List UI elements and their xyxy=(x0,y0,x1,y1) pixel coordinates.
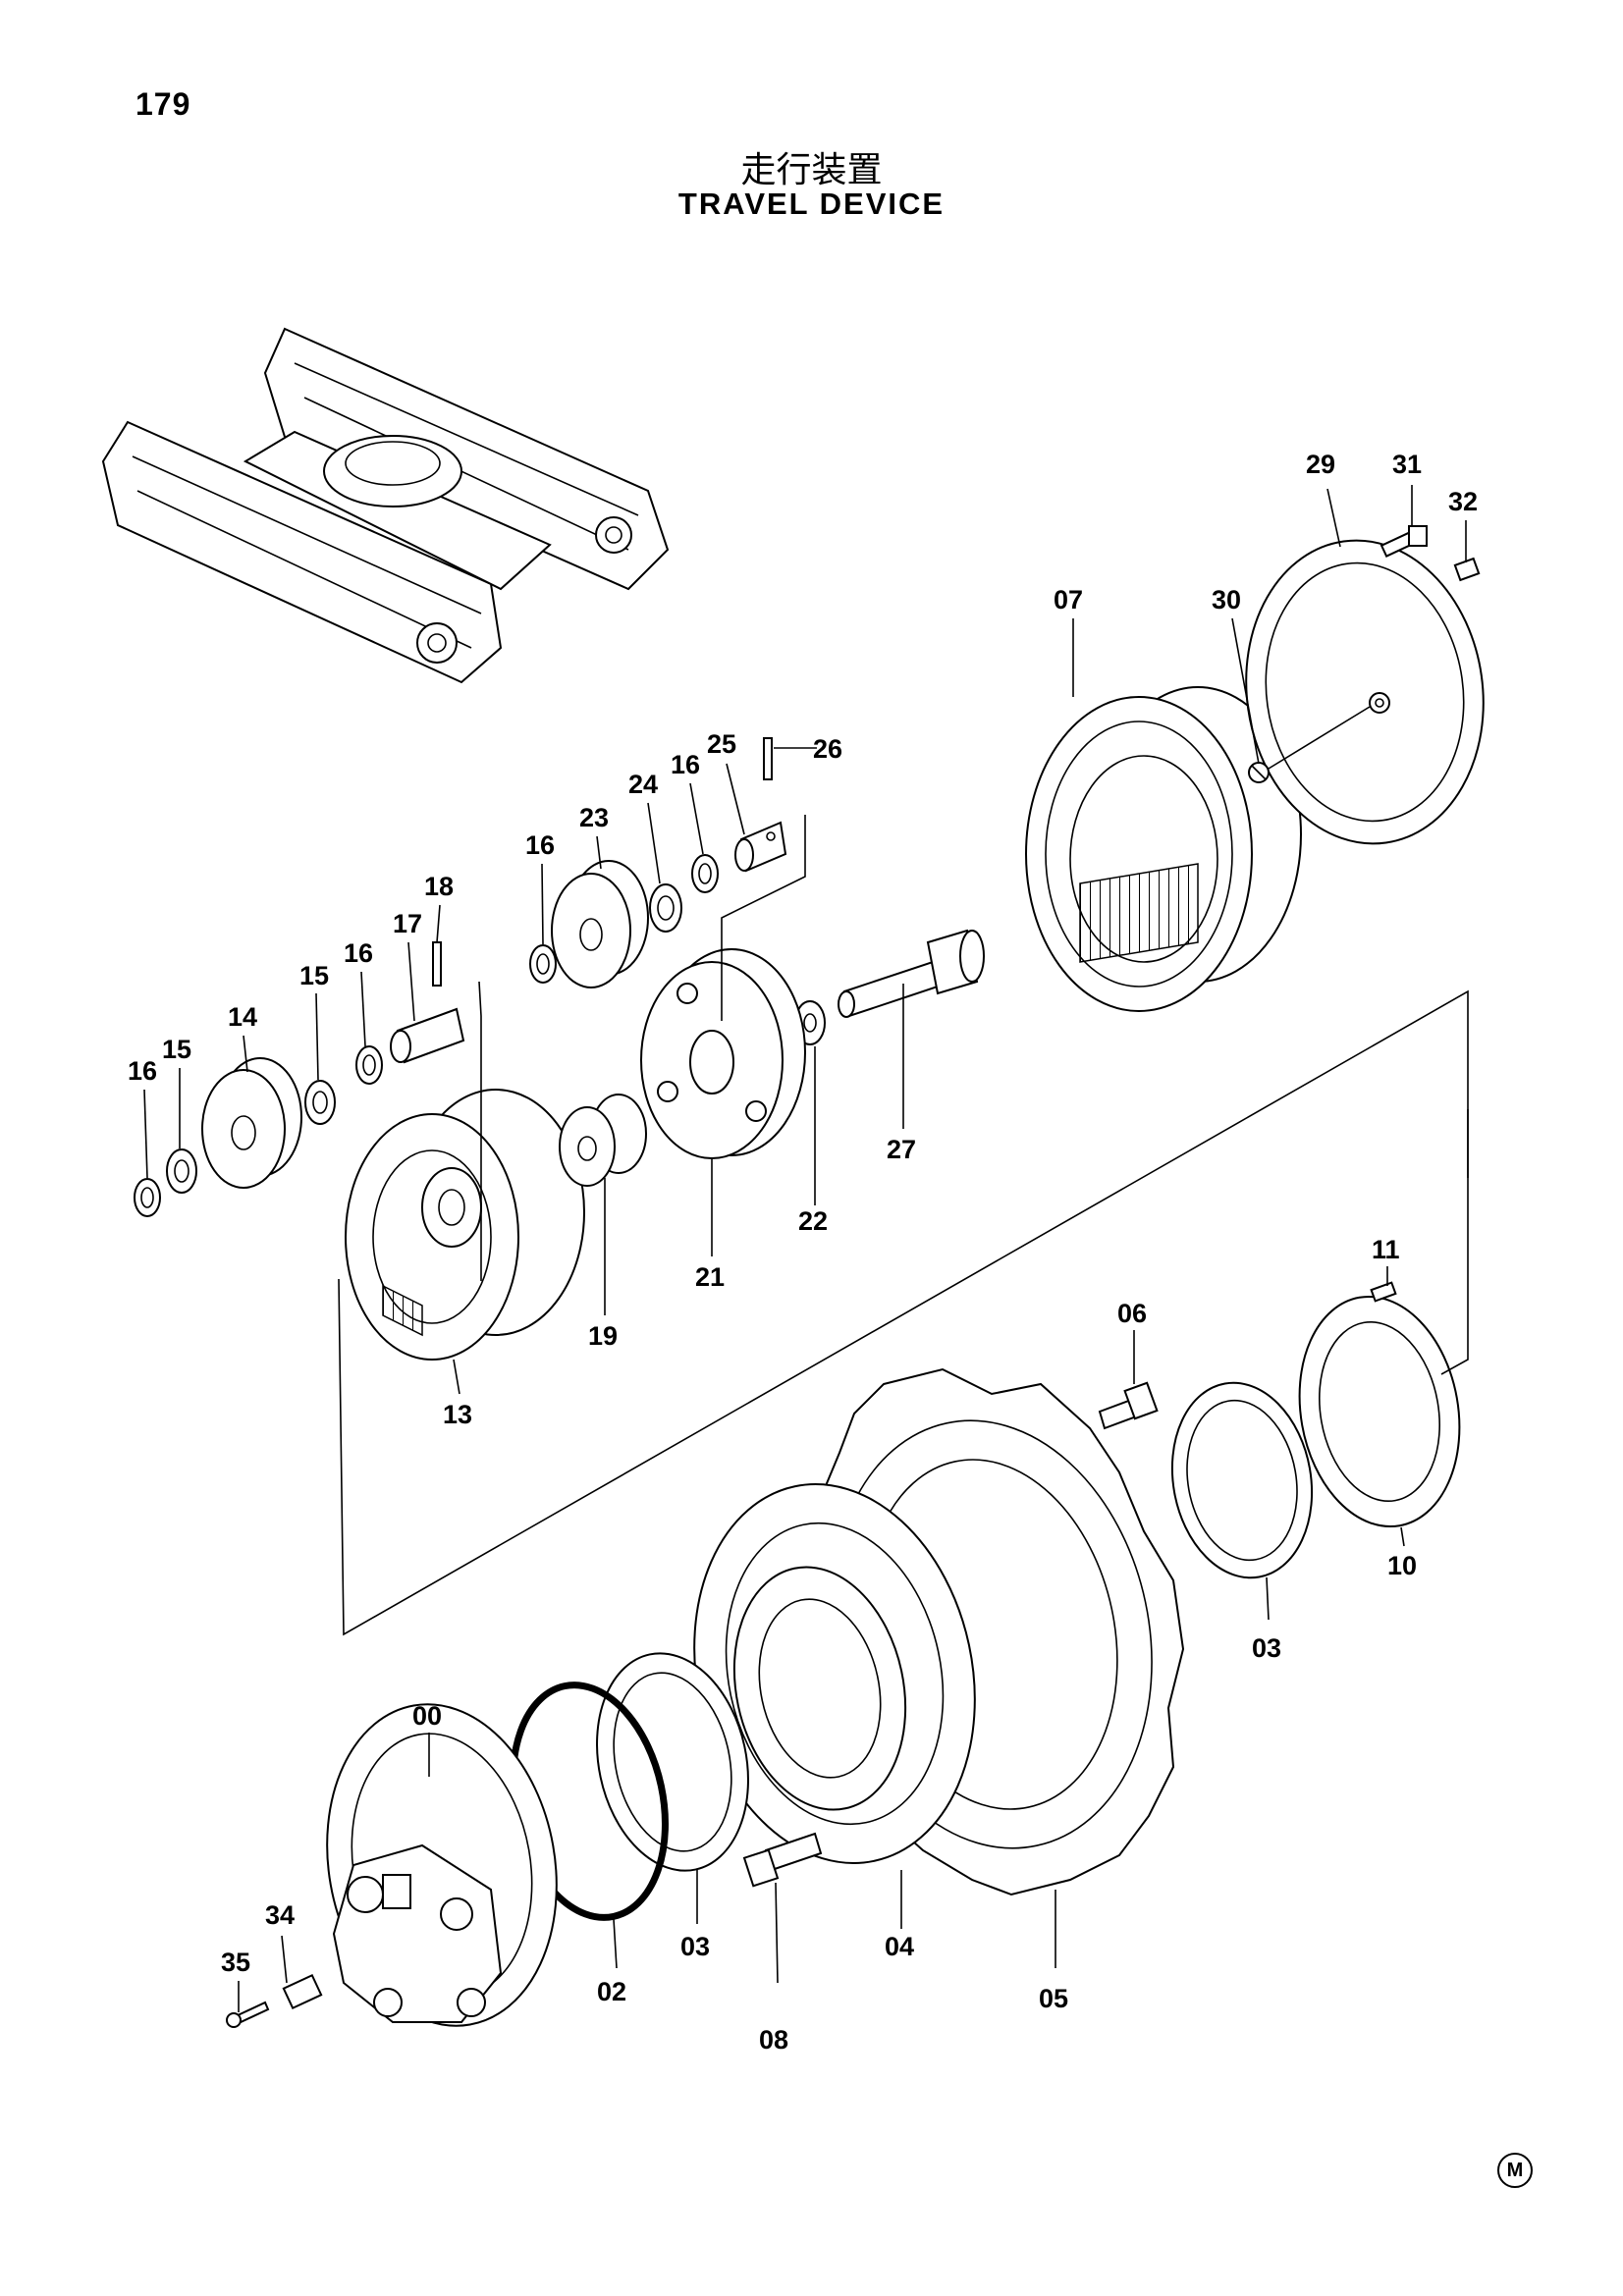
part-11-pin xyxy=(1370,1281,1397,1303)
callout-16-c: 16 xyxy=(344,938,373,968)
part-03-floating-seal-lower xyxy=(596,1652,749,1872)
corner-mark: M xyxy=(1497,2153,1533,2188)
callout-35: 35 xyxy=(221,1948,250,1977)
part-26-spring-pin xyxy=(763,737,773,780)
callout-10: 10 xyxy=(1387,1551,1417,1580)
part-17-planet-pin xyxy=(390,1007,465,1064)
callout-07: 07 xyxy=(1054,585,1083,614)
callout-16-a: 16 xyxy=(671,750,700,779)
title-english: TRAVEL DEVICE xyxy=(677,187,946,221)
callout-03-upper: 03 xyxy=(1252,1633,1281,1663)
callout-19: 19 xyxy=(588,1321,618,1351)
title-japanese: 走行装置 xyxy=(740,150,883,190)
callout-15-a: 15 xyxy=(299,961,329,990)
callout-23: 23 xyxy=(579,803,609,832)
callout-15-b: 15 xyxy=(162,1035,191,1064)
part-04-hub xyxy=(693,1483,976,1864)
callout-13: 13 xyxy=(443,1400,472,1429)
callout-34: 34 xyxy=(265,1900,295,1930)
part-03-floating-seal-upper xyxy=(1170,1381,1314,1579)
part-13-carrier xyxy=(345,1089,585,1361)
part-16-thrust-washer-upper-right xyxy=(691,854,719,893)
part-21-carrier xyxy=(640,948,806,1159)
callout-02: 02 xyxy=(597,1977,626,2006)
callout-17: 17 xyxy=(393,909,422,938)
callout-00: 00 xyxy=(412,1701,442,1731)
callout-14: 14 xyxy=(228,1002,257,1032)
callout-labels: 29 31 32 07 30 26 25 16 24 23 16 18 17 1… xyxy=(128,450,1478,2055)
callout-08: 08 xyxy=(759,2025,788,2055)
assembly-outline xyxy=(338,815,1469,1636)
part-34-plate xyxy=(282,1973,323,2010)
part-08-bolt xyxy=(742,1832,823,1888)
part-23-planet-gear xyxy=(551,860,649,988)
callout-29: 29 xyxy=(1306,450,1335,479)
part-24-needle-bearing xyxy=(649,883,682,933)
part-10-seal-housing xyxy=(1298,1295,1461,1528)
part-15-needle-bearing-left xyxy=(166,1148,197,1194)
callout-16-d: 16 xyxy=(128,1056,157,1086)
part-16-thrust-washer-left xyxy=(355,1045,383,1085)
part-27-shaft xyxy=(838,929,985,1018)
part-06-bolt xyxy=(1098,1381,1159,1430)
callout-11: 11 xyxy=(1372,1235,1400,1264)
part-15-needle-bearing-right xyxy=(304,1080,336,1125)
callout-16-b: 16 xyxy=(525,830,555,860)
leader-lines xyxy=(143,485,1467,2012)
part-16-thrust-washer-far-left xyxy=(134,1178,161,1217)
callout-26: 26 xyxy=(813,734,842,764)
part-35-screw xyxy=(226,2001,270,2028)
callout-31: 31 xyxy=(1392,450,1422,479)
part-19-sun-gear xyxy=(559,1094,647,1187)
part-32-plug xyxy=(1453,557,1481,582)
undercarriage-frame xyxy=(101,327,670,684)
callout-18: 18 xyxy=(424,872,454,901)
part-00-travel-motor xyxy=(326,1703,558,2027)
part-14-planet-gear xyxy=(201,1057,302,1189)
part-16-thrust-washer-upper-left xyxy=(529,944,557,984)
part-18-spring-pin xyxy=(432,941,442,987)
callout-32: 32 xyxy=(1448,487,1478,516)
part-25-planet-pin xyxy=(734,821,787,873)
callout-03-lower: 03 xyxy=(680,1932,710,1961)
part-31-bolt xyxy=(1380,525,1428,558)
callout-24: 24 xyxy=(628,770,658,799)
callout-22: 22 xyxy=(798,1206,828,1236)
callout-06: 06 xyxy=(1117,1299,1147,1328)
page-number: 179 xyxy=(135,86,191,122)
callout-21: 21 xyxy=(695,1262,725,1292)
callout-30: 30 xyxy=(1212,585,1241,614)
callout-25: 25 xyxy=(707,729,736,759)
callout-27: 27 xyxy=(887,1135,916,1164)
callout-04: 04 xyxy=(885,1932,914,1961)
part-07-ring-gear-housing xyxy=(1025,686,1302,1012)
callout-05: 05 xyxy=(1039,1984,1068,2013)
